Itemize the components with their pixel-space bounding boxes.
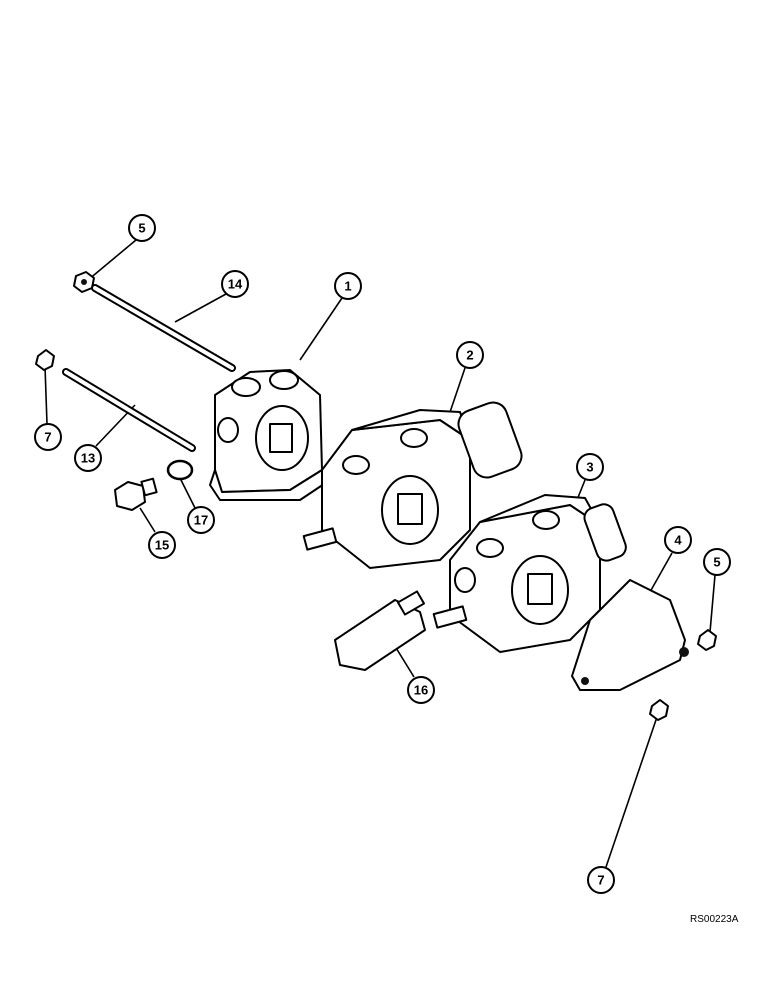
plug-15 <box>114 477 158 511</box>
outlet-cover-4 <box>571 579 689 691</box>
spool-section-3 <box>432 494 627 653</box>
svg-text:14: 14 <box>228 277 243 292</box>
callout-7-bottom: 7 <box>587 866 615 894</box>
callout-4: 4 <box>664 526 692 554</box>
ring-17 <box>166 459 194 481</box>
svg-text:5: 5 <box>138 221 145 236</box>
callout-5-right: 5 <box>703 548 731 576</box>
svg-text:2: 2 <box>466 348 473 363</box>
svg-text:5: 5 <box>713 555 720 570</box>
svg-text:16: 16 <box>414 683 428 698</box>
callout-7-left: 7 <box>34 423 62 451</box>
stud-13 <box>62 368 196 452</box>
svg-text:13: 13 <box>81 451 95 466</box>
callout-5-upper: 5 <box>128 214 156 242</box>
stud-14 <box>91 284 236 372</box>
svg-text:7: 7 <box>597 873 604 888</box>
svg-text:15: 15 <box>155 538 169 553</box>
svg-text:7: 7 <box>44 430 51 445</box>
svg-text:1: 1 <box>344 279 351 294</box>
callout-1: 1 <box>334 272 362 300</box>
callout-13: 13 <box>74 444 102 472</box>
callout-15: 15 <box>148 531 176 559</box>
svg-text:3: 3 <box>586 460 593 475</box>
spool-section-2 <box>302 401 523 569</box>
reference-code: RS00223A <box>690 914 739 925</box>
leader-lines <box>44 239 716 868</box>
callout-16: 16 <box>407 676 435 704</box>
nut-7-left <box>35 349 55 371</box>
callout-17: 17 <box>187 506 215 534</box>
callout-14: 14 <box>221 270 249 298</box>
nut-7-bottom <box>649 699 669 721</box>
nut-5-upper <box>73 271 95 293</box>
relief-valve-16 <box>334 590 426 671</box>
svg-text:17: 17 <box>194 513 208 528</box>
nut-5-right <box>697 629 717 651</box>
svg-text:4: 4 <box>674 533 682 548</box>
callout-3: 3 <box>576 453 604 481</box>
inlet-cover-1 <box>209 369 331 501</box>
callout-2: 2 <box>456 341 484 369</box>
